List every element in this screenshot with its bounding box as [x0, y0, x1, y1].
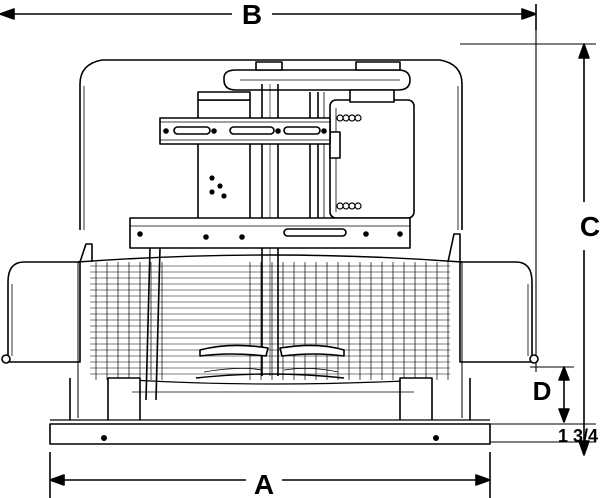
belt-pulley — [223, 61, 411, 91]
adjustment-plate — [159, 117, 331, 145]
skirt-left — [1, 261, 81, 364]
motor — [329, 89, 415, 219]
wire-guard — [77, 254, 463, 418]
fan-wheel — [131, 344, 425, 385]
skirt-right — [459, 261, 539, 364]
base-flange — [49, 419, 491, 445]
label-d: D — [533, 376, 552, 406]
dimension-b — [0, 4, 537, 372]
dimension-d — [530, 366, 574, 423]
label-c: C — [580, 211, 600, 242]
dimension-c — [460, 43, 596, 456]
side-brackets — [79, 233, 461, 263]
support-posts — [309, 92, 325, 220]
label-flange: 1 3/4 — [558, 426, 598, 446]
venturi — [69, 377, 471, 420]
label-b: B — [242, 0, 262, 30]
dimension-flange — [490, 423, 596, 443]
dimension-a — [49, 452, 491, 498]
motor-base-frame — [129, 217, 411, 401]
bearing-housing — [197, 91, 251, 221]
label-a: A — [254, 469, 274, 498]
